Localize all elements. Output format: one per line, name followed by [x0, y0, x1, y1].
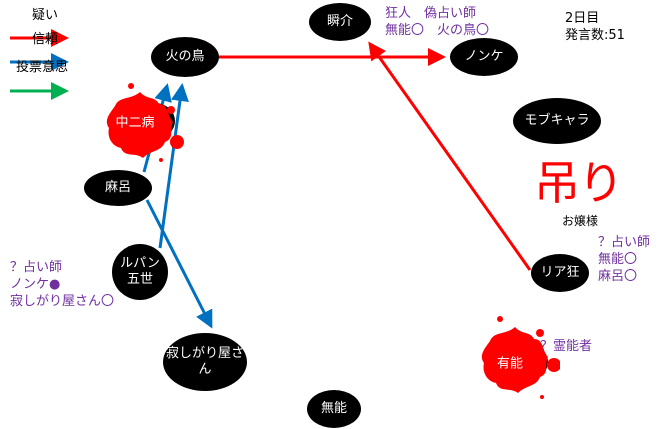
node-maro[interactable]: 麻呂	[84, 170, 152, 206]
note-yuno: ？霊能者	[540, 338, 592, 355]
note-line: ？占い師	[10, 260, 63, 275]
note-line: ？霊能者	[540, 339, 593, 354]
post-count: 発言数:51	[565, 28, 625, 43]
note-line: 麻呂〇	[598, 269, 638, 284]
suspicion-arrow-riakyo-shunsuke	[368, 41, 532, 271]
node-lupin[interactable]: ルパン 五世	[112, 244, 168, 300]
note-line: ？占い師	[598, 235, 651, 250]
legend-trust-label: 信頼	[32, 32, 59, 47]
legend-vote-label: 投票意思	[16, 60, 69, 75]
node-muno[interactable]: 無能	[307, 390, 361, 428]
trust-arrow-maro-sabishigari	[145, 199, 213, 329]
trust-arrow-lupin-hinotori	[158, 83, 189, 249]
node-riakyo[interactable]: リア狂	[531, 254, 589, 292]
blood-splatter-icon	[481, 316, 560, 399]
note-riakyo: ？占い師無能〇麻呂〇	[598, 234, 650, 285]
node-shunsuke[interactable]: 瞬介	[309, 3, 371, 41]
hanged-label: 吊り	[534, 156, 624, 210]
node-hinotori[interactable]: 火の鳥	[151, 37, 219, 77]
node-yuno[interactable]: 有能	[496, 356, 524, 372]
blood-splatter-icon	[106, 83, 184, 162]
note-lupin: ？占い師ノンケ● 寂しがり屋さん〇	[10, 259, 114, 310]
note-line: ノンケ●	[10, 277, 61, 292]
note-line: 寂しがり屋さん〇	[10, 294, 115, 309]
node-chunibyo[interactable]: 中二病	[115, 115, 155, 131]
node-sabishigari[interactable]: 寂しがり屋さん	[163, 333, 247, 391]
note-line: 無能〇	[598, 252, 638, 267]
note-line: 狂人 偽占い師	[385, 6, 477, 21]
node-ojousama[interactable]: お嬢様	[562, 214, 599, 228]
day-label: 2日目	[565, 11, 600, 26]
node-nonke[interactable]: ノンケ	[450, 38, 518, 76]
legend-suspicion-label: 疑い	[32, 8, 59, 23]
node-mobchara[interactable]: モブキャラ	[513, 98, 601, 144]
note-shunsuke: 狂人 偽占い師無能〇 火の鳥〇	[385, 5, 489, 39]
note-line: 無能〇 火の鳥〇	[385, 23, 490, 38]
